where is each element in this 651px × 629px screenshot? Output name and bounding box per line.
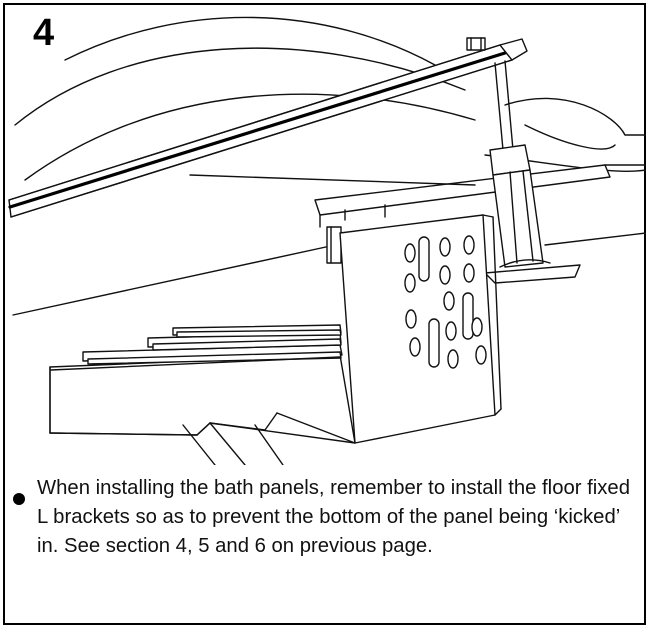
adjustable-leg xyxy=(484,60,581,284)
bracket-ribs xyxy=(82,324,343,365)
l-bracket xyxy=(49,214,502,444)
bath-edge-curve xyxy=(14,47,466,126)
bath-edge-curve xyxy=(64,16,436,66)
bath-panel-bracket-illustration xyxy=(8,16,646,465)
support-rail xyxy=(8,38,528,218)
note-text: When installing the bath panels, remembe… xyxy=(37,477,630,557)
bracket-slots xyxy=(404,235,487,369)
lower-brace xyxy=(182,422,284,465)
bath-edge-curve xyxy=(24,93,476,181)
bath-edge-curve xyxy=(504,97,646,136)
bath-edge-curve xyxy=(524,124,616,150)
frame-clip xyxy=(326,226,342,264)
bullet-dot-icon xyxy=(13,493,25,505)
leg-bolt-head xyxy=(466,37,486,51)
step-number: 4 xyxy=(33,12,55,54)
instruction-panel: 4 xyxy=(3,3,646,625)
